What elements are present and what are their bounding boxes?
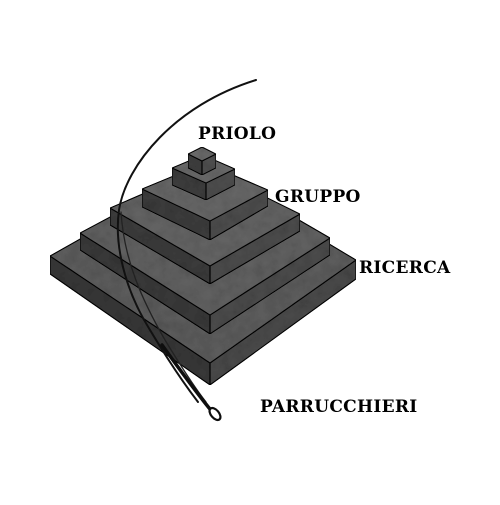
needle-thread-icon [116, 79, 257, 422]
tier-base-right [209, 259, 357, 386]
label-priolo: PRIOLO [198, 124, 277, 144]
tier-top-cube [187, 146, 217, 176]
needle-eye [208, 406, 222, 422]
label-gruppo: GRUPPO [275, 187, 361, 207]
tier-fourth-right [209, 189, 269, 241]
tier-fifth-right [205, 168, 236, 201]
tier-third-right [209, 237, 331, 335]
thread-strand-2 [120, 211, 207, 403]
thread-line [116, 79, 257, 403]
cube-right [201, 153, 217, 176]
needle-body [160, 343, 216, 416]
label-parrucchieri: PARRUCCHIERI [260, 397, 418, 417]
tier-second-right [209, 213, 301, 285]
label-ricerca: RICERCA [359, 258, 451, 278]
